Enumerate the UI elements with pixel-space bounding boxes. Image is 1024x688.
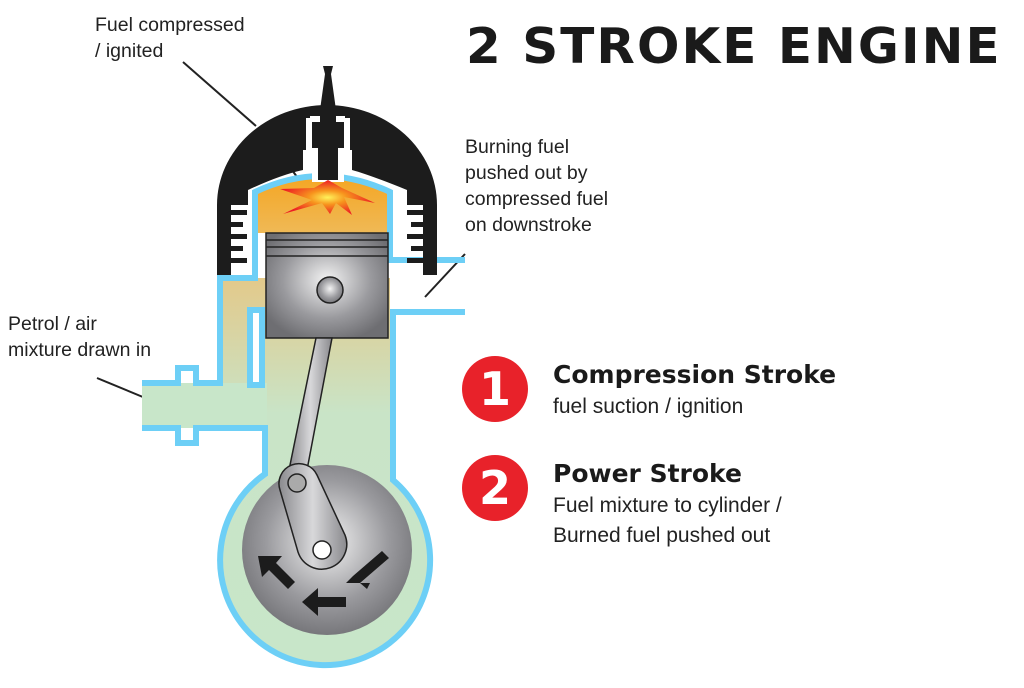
piston-pin — [316, 276, 344, 304]
description-line: Burned fuel pushed out — [553, 524, 771, 547]
rotation-arrows-icon — [258, 551, 389, 616]
piston — [265, 232, 389, 339]
stroke-2-description: Fuel mixture to cylinder / Burned fuel p… — [553, 491, 782, 551]
stroke-1-title: Compression Stroke — [553, 360, 837, 389]
label-line: Petrol / air — [8, 313, 97, 335]
stroke-2-title: Power Stroke — [553, 459, 742, 488]
crank-pin — [312, 540, 332, 560]
page-title: 2 STROKE ENGINE — [466, 18, 1002, 75]
description-line: fuel suction / ignition — [553, 395, 744, 418]
label-line: Fuel compressed — [95, 14, 245, 36]
transfer-port-wall — [247, 307, 265, 388]
ignition-spark-icon — [280, 180, 375, 215]
leader-fuel-compressed — [182, 61, 257, 127]
label-line: pushed out by — [465, 162, 588, 184]
label-line: Burning fuel — [465, 136, 570, 158]
engine-walls — [142, 173, 465, 669]
label-line: compressed fuel — [465, 188, 609, 210]
label-fuel-compressed: Fuel compressed / ignited — [95, 12, 245, 64]
label-line: / ignited — [95, 40, 164, 62]
description-line: Fuel mixture to cylinder / — [553, 494, 782, 517]
label-line: mixture drawn in — [8, 339, 152, 361]
cylinder-head — [217, 105, 437, 275]
label-petrol-air: Petrol / air mixture drawn in — [8, 311, 151, 363]
stroke-1-description: fuel suction / ignition — [553, 392, 743, 422]
spark-plug — [306, 66, 350, 182]
stroke-2-badge: 2 — [462, 455, 528, 521]
label-burning-fuel: Burning fuel pushed out by compressed fu… — [465, 134, 608, 238]
stroke-1-badge: 1 — [462, 356, 528, 422]
label-line: on downstroke — [465, 214, 592, 236]
